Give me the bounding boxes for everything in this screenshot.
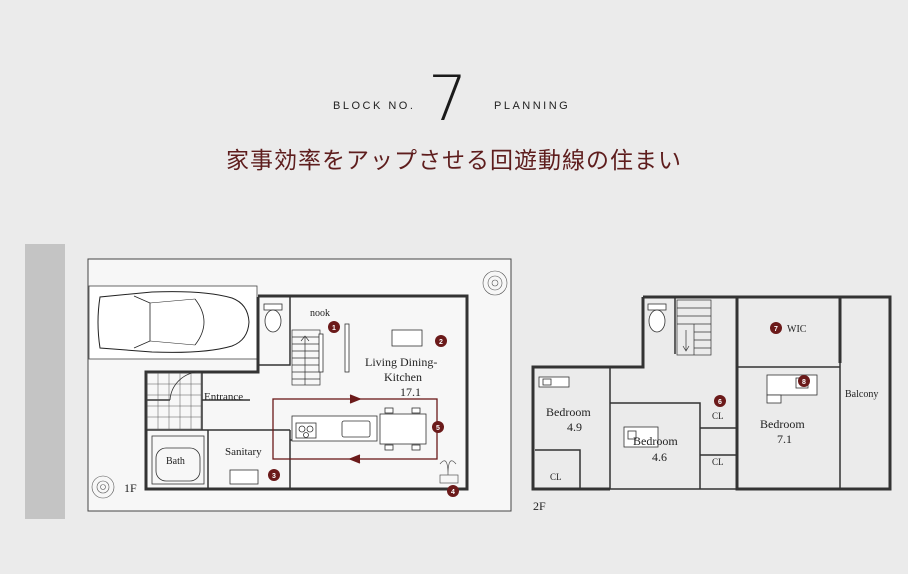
room-label-ldk: Living Dining- [365,355,437,369]
svg-text:7: 7 [774,326,778,333]
block-number: 7 [428,62,468,135]
living-table [391,329,423,347]
tree-icon [482,270,508,296]
bed-icon [538,376,570,388]
room-size-bedroom-b: 4.6 [652,450,667,464]
svg-text:8: 8 [802,379,806,386]
stairs-icon [291,329,321,386]
svg-text:5: 5 [436,425,440,432]
room-label-bath: Bath [166,456,185,467]
entrance-door [169,371,201,401]
svg-text:3: 3 [272,473,276,480]
floor-label-1f: 1F [124,481,137,495]
room-label-bedroom-a: Bedroom [546,405,591,419]
marker-1: 1 [328,321,340,333]
room-size-bedroom-c: 7.1 [777,432,792,446]
site-edge [25,244,65,519]
washbasin [229,469,259,485]
marker-6: 6 [714,395,726,407]
room-label-sanitary: Sanitary [225,446,262,458]
svg-text:6: 6 [718,399,722,406]
marker-2: 2 [435,335,447,347]
floor-2-plan: 6 7 8 WIC Bedroom 4.9 Bedroom 4.6 Bedroo… [531,295,892,513]
interior-walls [146,296,300,489]
room-label-balcony: Balcony [845,389,878,400]
room-label-closet-1: CL [550,472,562,482]
marker-5: 5 [432,421,444,433]
toilet-icon [263,303,283,333]
svg-text:2: 2 [439,339,443,346]
marker-8: 8 [798,375,810,387]
toilet-icon [647,303,667,333]
marker-7: 7 [770,322,782,334]
marker-4: 4 [447,485,459,497]
floor-2-interior [535,297,841,490]
ldk-partition [344,323,350,373]
room-label-closet-2: CL [712,411,724,421]
bed-icon [623,426,659,448]
room-size-bedroom-a: 4.9 [567,420,582,434]
svg-text:1: 1 [332,325,336,332]
nook-shelf [318,333,324,373]
room-label-nook: nook [310,308,330,319]
tree-icon [91,475,115,499]
kitchen-counter [291,407,427,451]
room-label-kitchen: Kitchen [384,370,422,384]
header: BLOCK NO. 7 PLANNING [0,38,908,130]
room-label-closet-3: CL [712,457,724,467]
floor-1-plan: 1 2 3 4 5 nook Living Dining- Kitchen 17… [87,258,512,512]
tagline: 家事効率をアップさせる回遊動線の住まい [226,148,682,174]
room-label-bedroom-c: Bedroom [760,417,805,431]
block-label: BLOCK NO. [333,100,416,112]
room-label-bedroom-b: Bedroom [633,434,678,448]
floor-1-walls [144,294,469,491]
room-label-wic: WIC [787,324,807,335]
flower-icon [439,460,459,484]
svg-text:4: 4 [451,489,455,496]
stairs-icon [676,299,712,356]
car-icon [88,285,258,360]
room-label-entrance: Entrance [204,391,243,403]
room-size-ldk: 17.1 [400,385,421,399]
planning-label: PLANNING [494,100,571,112]
entrance-tiles [146,372,202,430]
floor-label-2f: 2F [533,499,546,513]
bath-tub [151,435,205,485]
marker-3: 3 [268,469,280,481]
